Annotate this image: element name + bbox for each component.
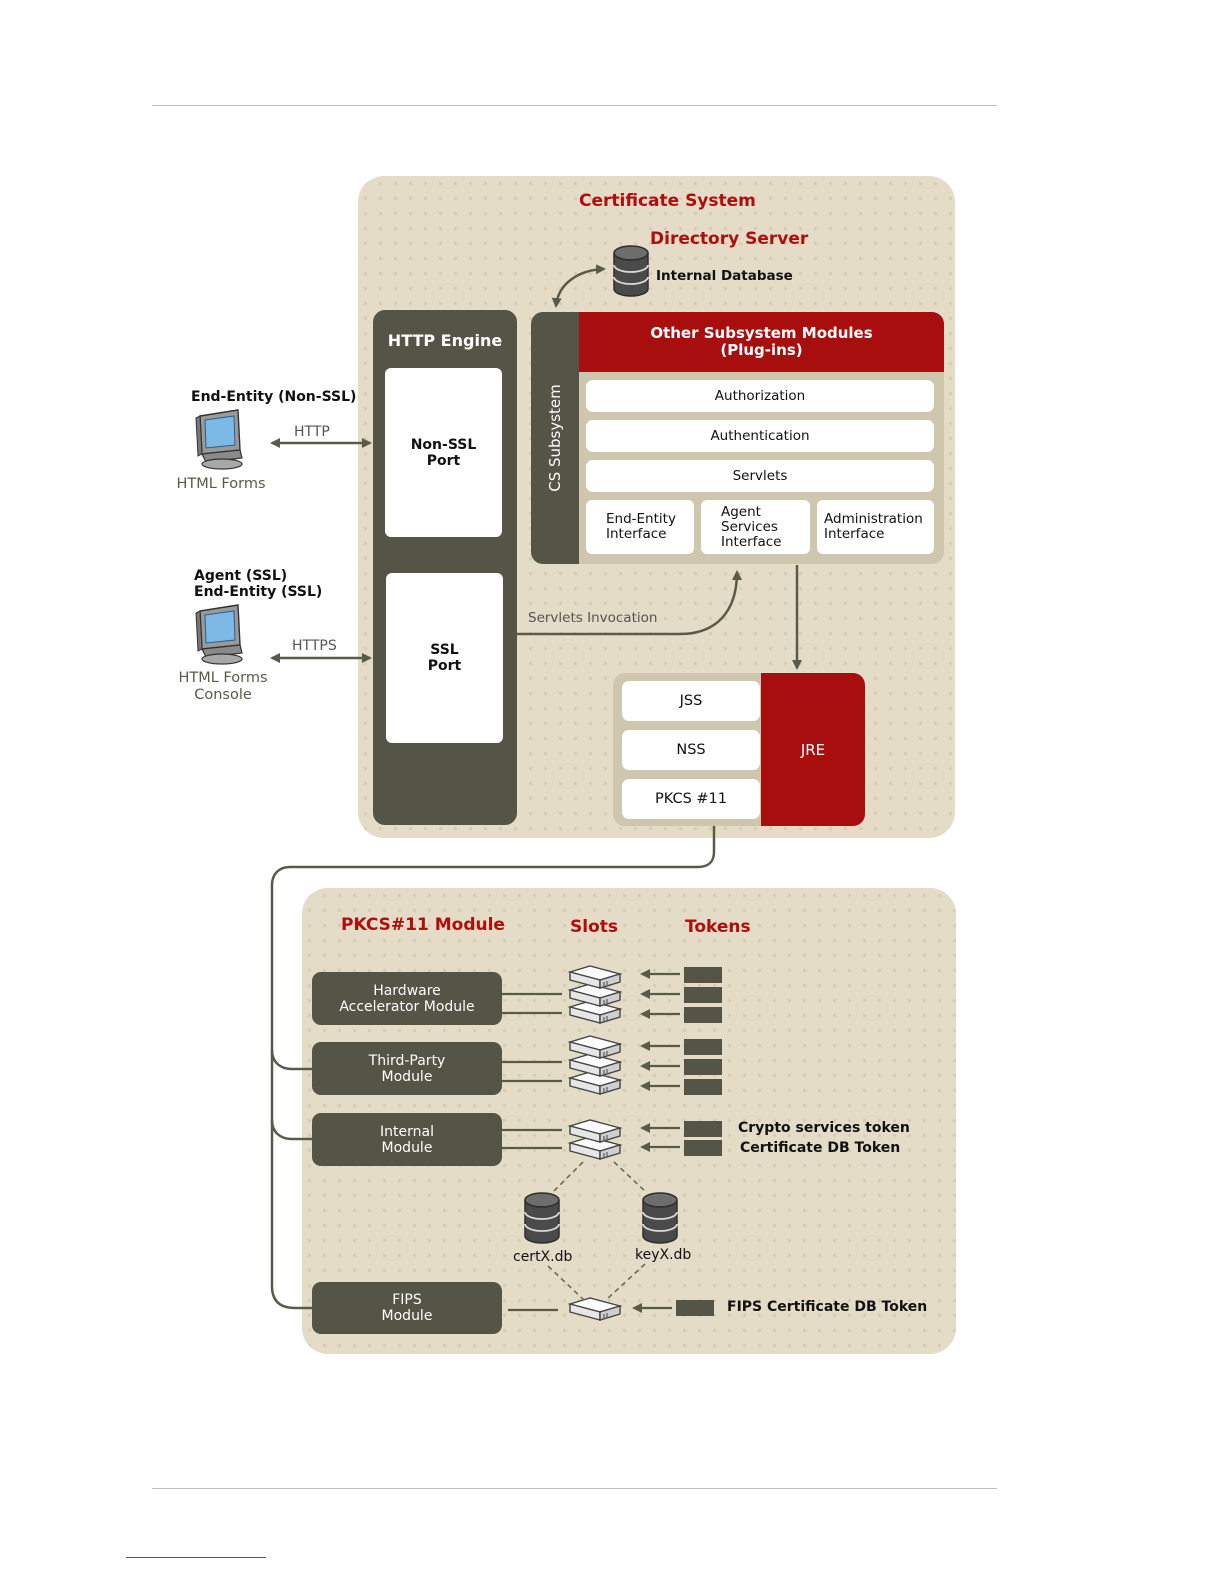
administration-interface: Administration Interface	[817, 500, 934, 554]
token-block	[684, 1059, 722, 1075]
internal-database-icon	[613, 245, 649, 297]
other-modules-header: Other Subsystem Modules (Plug-ins)	[579, 312, 944, 372]
jss-row: JSS	[622, 681, 760, 721]
non-ssl-port: Non-SSL Port	[385, 368, 502, 537]
slots-header: Slots	[570, 917, 618, 937]
ssl-client-title: Agent (SSL) End-Entity (SSL)	[194, 568, 323, 600]
certificate-system-title: Certificate System	[579, 191, 756, 211]
non-ssl-client-title: End-Entity (Non-SSL)	[191, 389, 357, 405]
certx-db-label: certX.db	[513, 1249, 573, 1265]
tokens-header: Tokens	[685, 917, 751, 937]
token-block	[684, 1140, 722, 1156]
slot-stack	[569, 1119, 621, 1160]
end-entity-interface: End-Entity Interface	[586, 500, 694, 554]
ssl-port: SSL Port	[386, 573, 503, 743]
directory-server-title: Directory Server	[650, 229, 809, 249]
jre-box: JRE	[761, 673, 865, 826]
token-block	[684, 1079, 722, 1095]
pkcs11-row: PKCS #11	[622, 779, 760, 819]
servlets-invocation-arrow	[517, 570, 742, 636]
servlets-invocation-label: Servlets Invocation	[528, 610, 658, 626]
token-block	[684, 987, 722, 1003]
authentication-row: Authentication	[586, 420, 934, 452]
slot-stack	[569, 965, 621, 1024]
servlets-row: Servlets	[586, 460, 934, 492]
pkcs11-module-header: PKCS#11 Module	[341, 915, 505, 935]
html-forms-caption: HTML Forms	[176, 476, 266, 492]
fips-certificate-db-token-label: FIPS Certificate DB Token	[727, 1299, 928, 1315]
authorization-row: Authorization	[586, 380, 934, 412]
db-to-subsystem-arrow	[551, 264, 606, 308]
nss-row: NSS	[622, 730, 760, 770]
fips-module: FIPS Module	[312, 1282, 502, 1334]
keyx-db-icon	[642, 1192, 678, 1244]
crypto-services-token-label: Crypto services token	[738, 1120, 910, 1136]
token-block	[676, 1300, 714, 1316]
token-block	[684, 1039, 722, 1055]
slot-stack	[569, 1035, 621, 1095]
top-rule	[152, 105, 997, 106]
certificate-db-token-label: Certificate DB Token	[740, 1140, 901, 1156]
cs-subsystem-strip	[531, 312, 579, 564]
bottom-rule	[152, 1488, 997, 1489]
token-block	[684, 1007, 722, 1023]
footer-link-underline	[126, 1557, 266, 1558]
keyx-db-label: keyX.db	[635, 1247, 692, 1263]
internal-database-label: Internal Database	[656, 268, 793, 284]
http-engine-title: HTTP Engine	[387, 331, 503, 350]
computer-icon	[195, 409, 243, 470]
agent-services-interface: Agent Services Interface	[701, 500, 810, 554]
computer-icon	[195, 604, 243, 665]
html-forms-console-caption: HTML Forms Console	[178, 670, 268, 703]
token-block	[684, 1121, 722, 1137]
pkcs11-connector	[270, 826, 716, 1310]
http-label: HTTP	[294, 424, 330, 440]
third-party-module: Third-Party Module	[312, 1042, 502, 1095]
certx-db-icon	[524, 1192, 560, 1244]
internal-module: Internal Module	[312, 1113, 502, 1166]
hardware-accelerator-module: Hardware Accelerator Module	[312, 972, 502, 1025]
slot-icon	[569, 1297, 621, 1321]
https-label: HTTPS	[292, 638, 337, 654]
token-block	[684, 967, 722, 983]
